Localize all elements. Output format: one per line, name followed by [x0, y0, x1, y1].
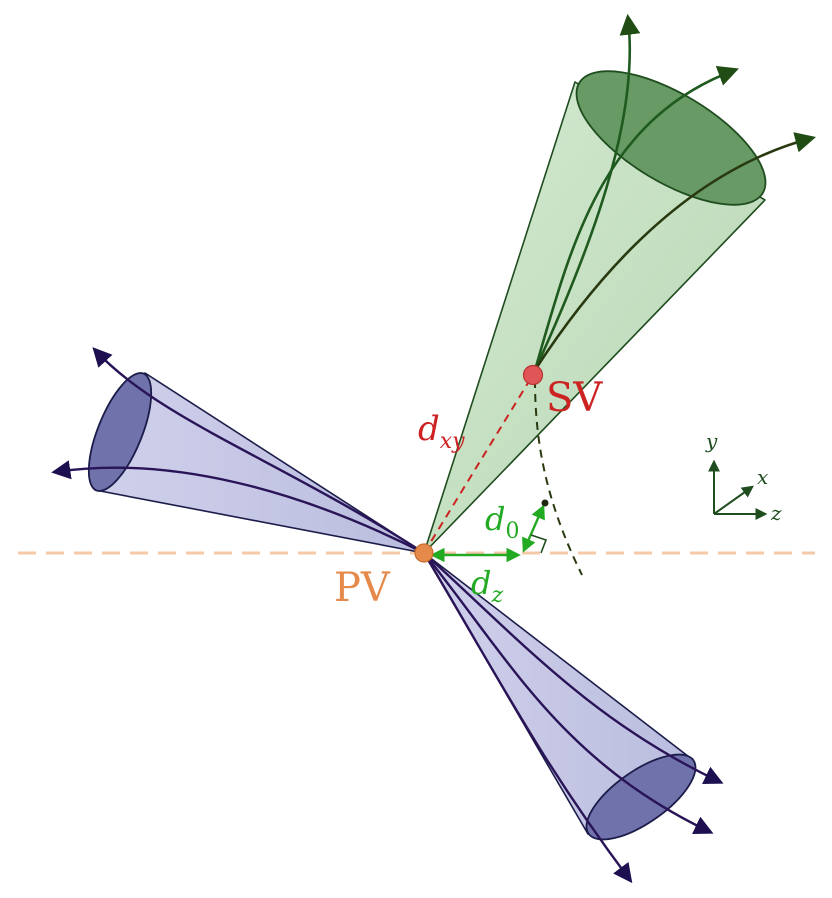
axis-y-label: y — [705, 429, 718, 453]
track-right-1 — [423, 552, 724, 785]
dz-label: dz — [471, 564, 503, 608]
primary-vertex — [414, 543, 434, 563]
dxy-label: dxy — [418, 409, 465, 454]
blue-jet-cone-right — [423, 552, 697, 841]
track-right-2 — [423, 552, 714, 835]
d0-arrow — [522, 504, 545, 553]
track-left-2 — [51, 460, 425, 555]
axis-z-label: z — [770, 501, 782, 525]
blue-jet-cone-left — [87, 372, 425, 554]
dxy-sub: xy — [440, 429, 465, 454]
dxy-main: d — [418, 409, 440, 449]
sv-label: SV — [546, 375, 603, 421]
pv-label: PV — [334, 565, 391, 611]
track-right-3 — [422, 552, 633, 884]
track-sv-2 — [533, 66, 739, 371]
secondary-vertex — [522, 364, 544, 386]
right-angle-mark — [530, 534, 548, 554]
axis-x-label: x — [757, 465, 768, 489]
d0-label: d0 — [485, 500, 519, 544]
dxy-line — [423, 377, 532, 554]
dz-main: d — [471, 564, 491, 602]
d0-main: d — [485, 500, 505, 538]
green-cone-cap — [575, 70, 767, 206]
track-sv-1 — [533, 13, 641, 371]
dz-sub: z — [490, 583, 503, 608]
green-jet-cone — [423, 70, 767, 554]
track-left-1 — [92, 347, 425, 555]
d0-sub: 0 — [505, 519, 519, 544]
x-axis-arrow — [713, 485, 754, 515]
blue-cone-left-cap — [87, 372, 153, 492]
track-sv-3 — [533, 132, 817, 371]
point-of-closest-approach — [541, 499, 549, 507]
extrapolated-track — [534, 379, 583, 576]
coordinate-axes: y x z — [705, 429, 782, 525]
blue-cone-right-cap — [585, 753, 697, 841]
